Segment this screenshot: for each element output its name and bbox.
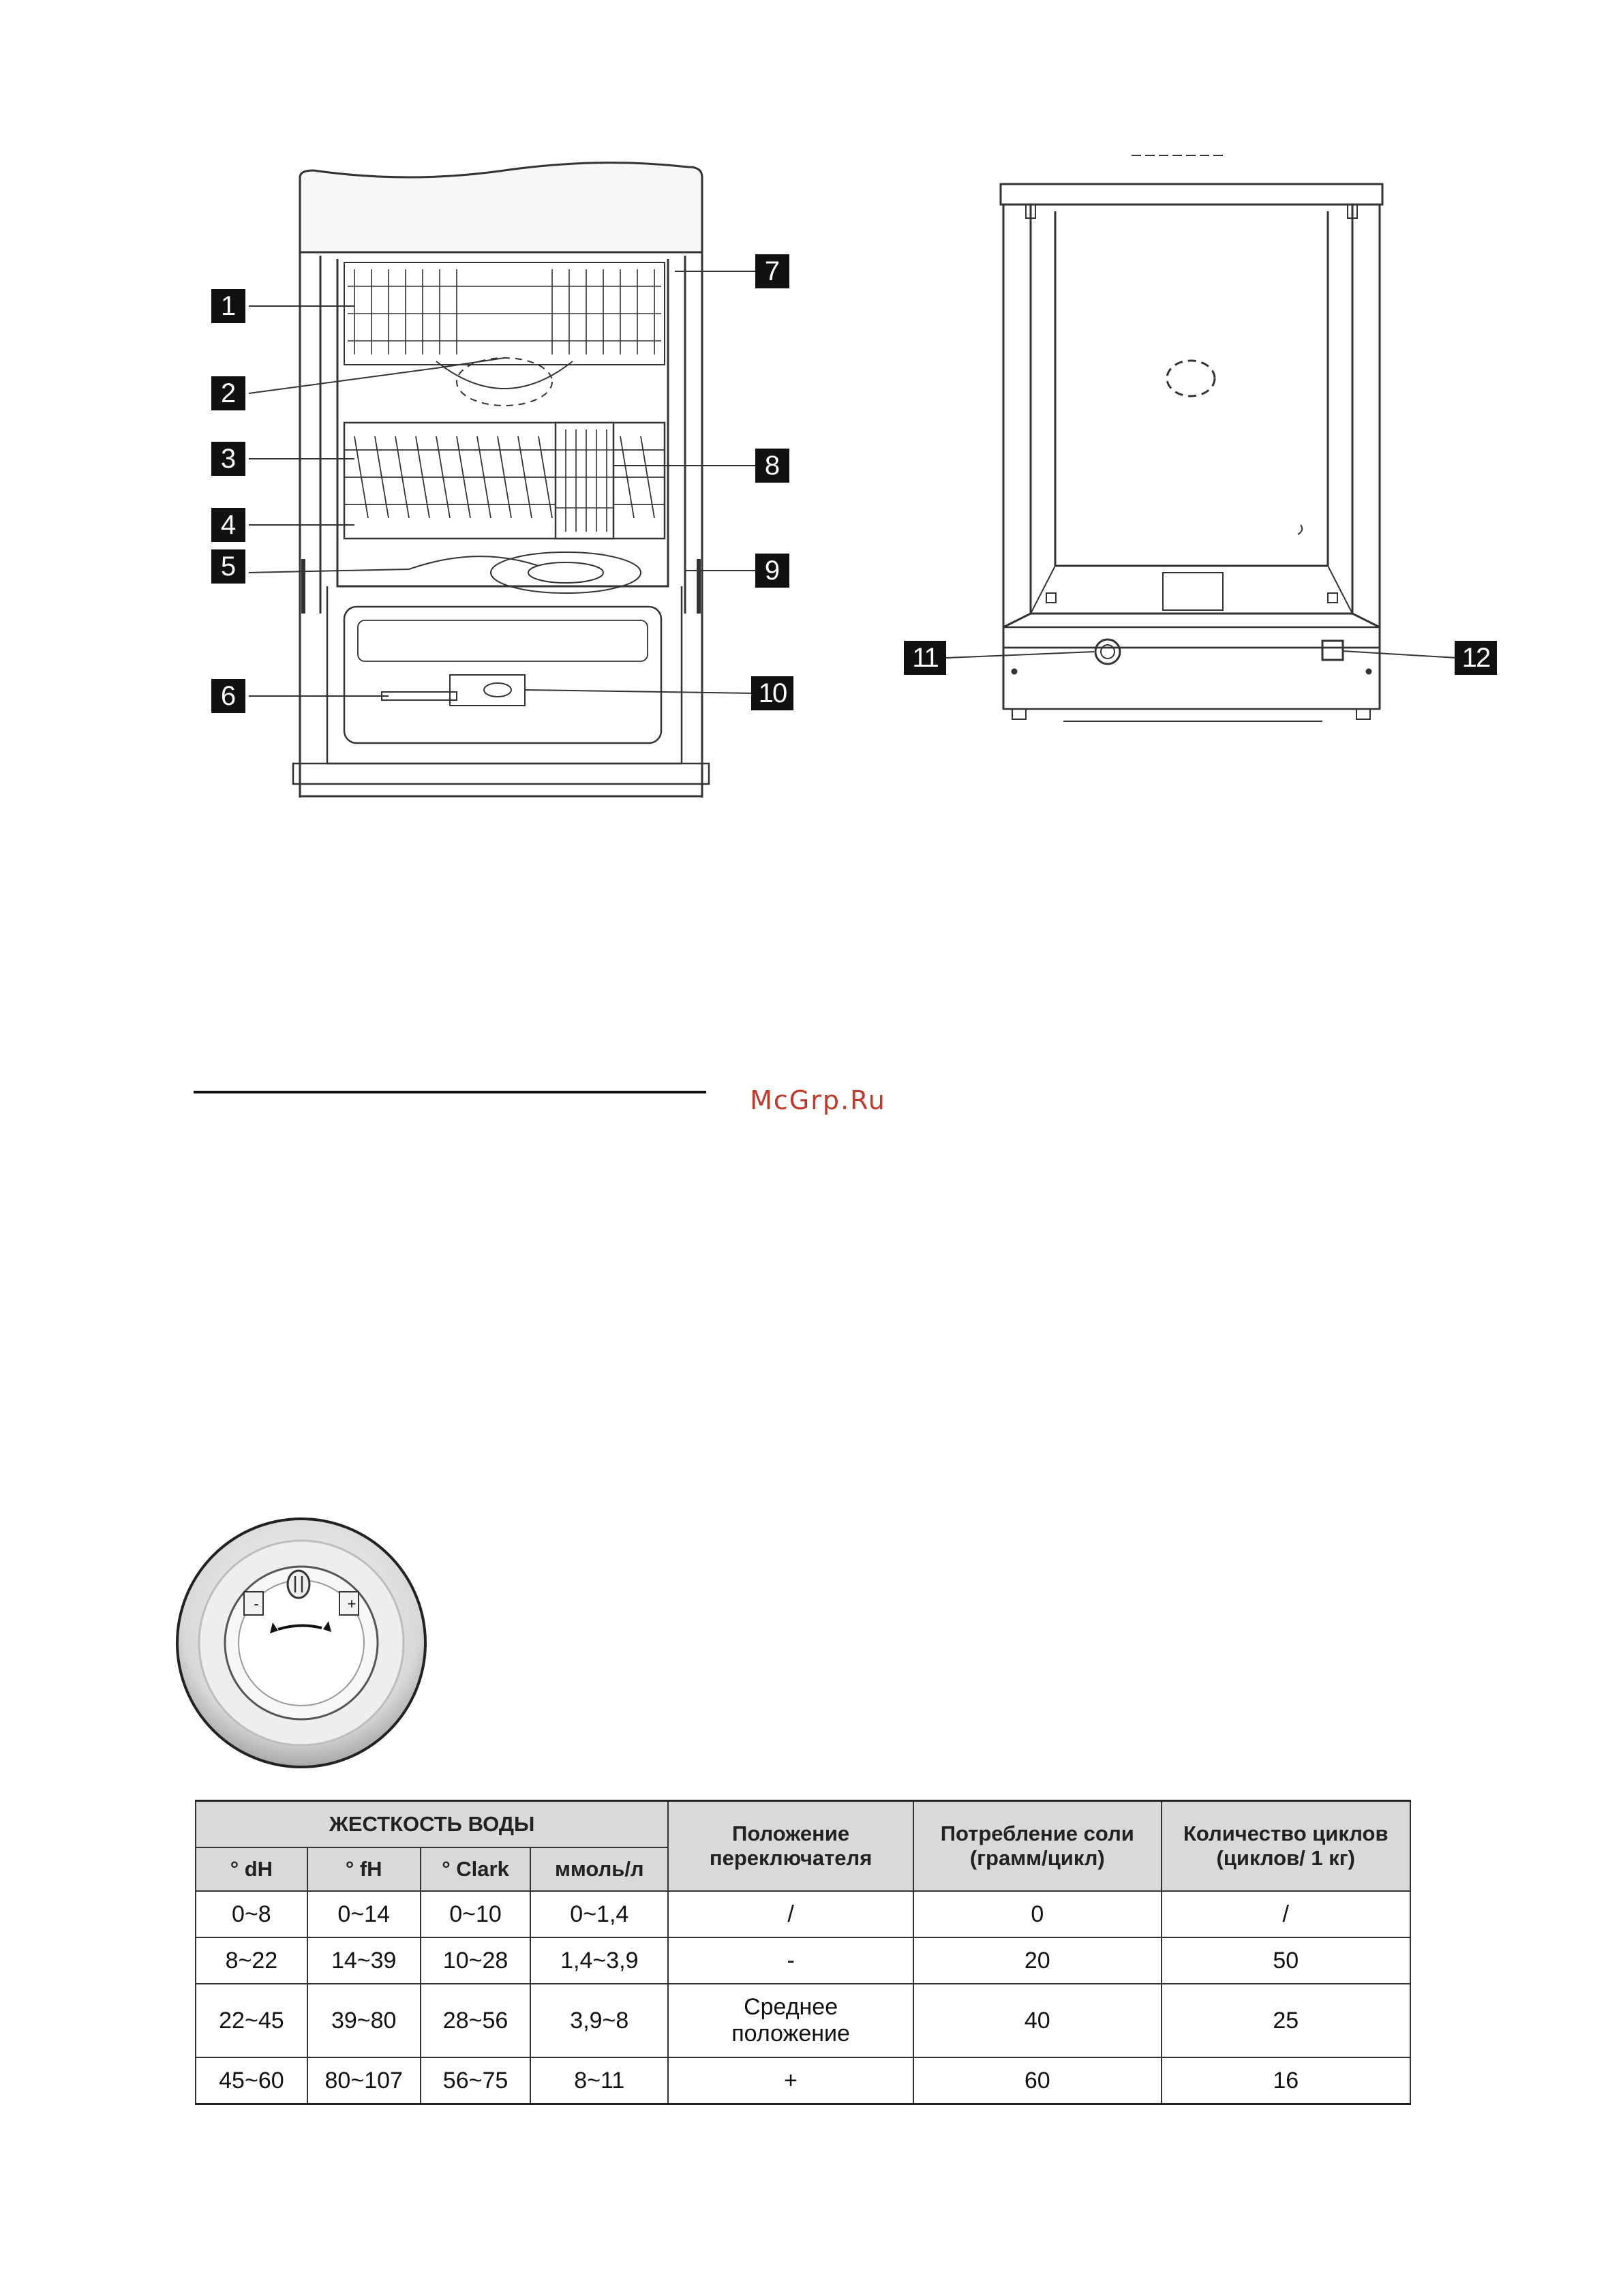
table-cell: 45~60 — [195, 2057, 308, 2105]
header-salt-consumption: Потребление соли (грамм/цикл) — [913, 1800, 1162, 1892]
table-cell: 16 — [1160, 2057, 1412, 2105]
header-switch-position: Положение переключателя — [667, 1800, 915, 1892]
table-cell: 0~14 — [306, 1890, 421, 1938]
table-row: 22~45 39~80 28~56 3,9~8 Среднее положени… — [195, 1983, 1412, 2058]
table-cell: 40 — [913, 1983, 1162, 2058]
table-cell: 28~56 — [419, 1983, 532, 2058]
header-fh: ° fH — [306, 1847, 421, 1892]
callout-10: 10 — [751, 676, 793, 710]
table-row: 0~8 0~14 0~10 0~1,4 / 0 / — [195, 1890, 1412, 1938]
table-cell: Среднее положение — [667, 1983, 915, 2058]
table-cell: 8~22 — [195, 1937, 308, 1984]
watermark: McGrp.Ru — [750, 1085, 886, 1115]
callout-5: 5 — [211, 549, 245, 584]
table-cell: 14~39 — [306, 1937, 421, 1984]
header-clark: ° Clark — [419, 1847, 532, 1892]
table-cell: 0~10 — [419, 1890, 532, 1938]
table-cell: 25 — [1160, 1983, 1412, 2058]
table-cell: 0 — [913, 1890, 1162, 1938]
table-cell: 8~11 — [530, 2057, 669, 2105]
callout-9: 9 — [755, 554, 789, 588]
callout-7: 7 — [755, 254, 789, 288]
header-water-hardness: ЖЕСТКОСТЬ ВОДЫ — [194, 1800, 669, 1848]
table-row: 45~60 80~107 56~75 8~11 + 60 16 — [195, 2057, 1412, 2105]
table-cell: 56~75 — [419, 2057, 532, 2105]
header-mmol: ммоль/л — [530, 1847, 669, 1892]
table-cell: 10~28 — [419, 1937, 532, 1984]
table-cell: 3,9~8 — [530, 1983, 669, 2058]
back-view-diagram — [945, 155, 1458, 722]
table-cell: 0~8 — [195, 1890, 308, 1938]
callout-1: 1 — [211, 289, 245, 323]
table-cell: 39~80 — [306, 1983, 421, 2058]
header-cycle-count: Количество циклов (циклов/ 1 кг) — [1160, 1800, 1412, 1892]
section-rule — [194, 1091, 706, 1093]
table-cell: 22~45 — [195, 1983, 308, 2058]
table-cell: - — [667, 1937, 915, 1984]
dial-plus-symbol: + — [347, 1595, 357, 1612]
callout-2: 2 — [211, 376, 245, 410]
callout-11: 11 — [904, 641, 946, 675]
water-hardness-table: ЖЕСТКОСТЬ ВОДЫ Положение переключателя П… — [194, 1800, 1412, 2105]
table-cell: / — [667, 1890, 915, 1938]
table-cell: 1,4~3,9 — [530, 1937, 669, 1984]
softener-dial-image — [176, 1517, 427, 1768]
callout-12: 12 — [1455, 641, 1497, 675]
callout-3: 3 — [211, 442, 245, 476]
callout-6: 6 — [211, 679, 245, 713]
table-cell: 0~1,4 — [530, 1890, 669, 1938]
callout-4: 4 — [211, 508, 245, 542]
table-cell: 20 — [913, 1937, 1162, 1984]
header-dh: ° dH — [195, 1847, 308, 1892]
table-cell: / — [1160, 1890, 1412, 1938]
table-cell: + — [667, 2057, 915, 2105]
front-view-diagram — [248, 162, 756, 798]
table-cell: 60 — [913, 2057, 1162, 2105]
table-cell: 80~107 — [306, 2057, 421, 2105]
callout-8: 8 — [755, 449, 789, 483]
table-row: 8~22 14~39 10~28 1,4~3,9 - 20 50 — [195, 1937, 1412, 1984]
table-cell: 50 — [1160, 1937, 1412, 1984]
dial-minus-symbol: - — [254, 1595, 259, 1612]
